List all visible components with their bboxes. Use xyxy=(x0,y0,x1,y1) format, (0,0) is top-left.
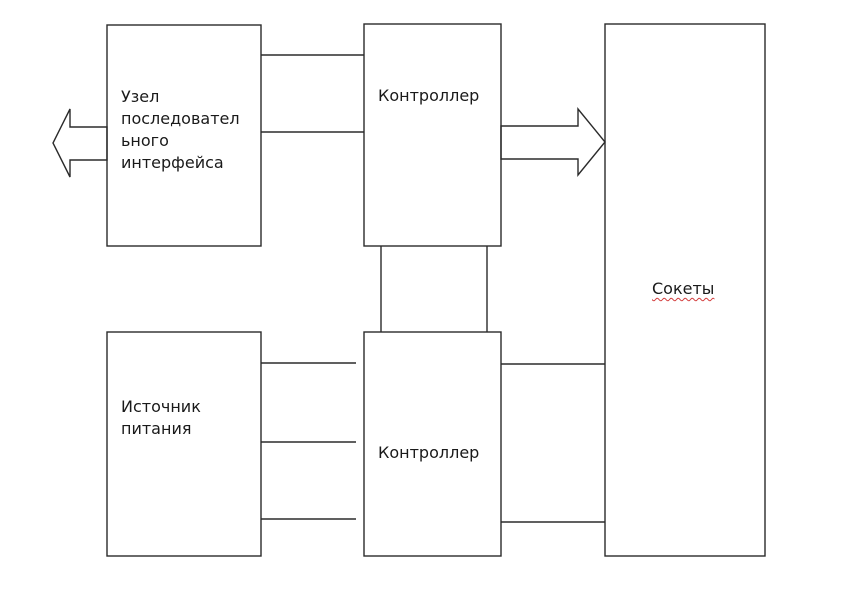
sockets-label: Сокеты xyxy=(652,279,715,298)
power-supply-block xyxy=(106,331,262,557)
sockets-block xyxy=(604,23,766,557)
power-supply-label: Источник питания xyxy=(121,397,201,438)
controller-top-block xyxy=(363,23,502,247)
controller-bottom-label: Контроллер xyxy=(378,443,480,462)
serial-interface-label: Узел последовател ьного интерфейса xyxy=(121,87,240,172)
controller-bottom-block xyxy=(363,331,502,557)
right-hollow-arrow xyxy=(500,107,606,177)
left-hollow-arrow xyxy=(52,108,108,178)
controller-top-label: Контроллер xyxy=(378,86,480,105)
